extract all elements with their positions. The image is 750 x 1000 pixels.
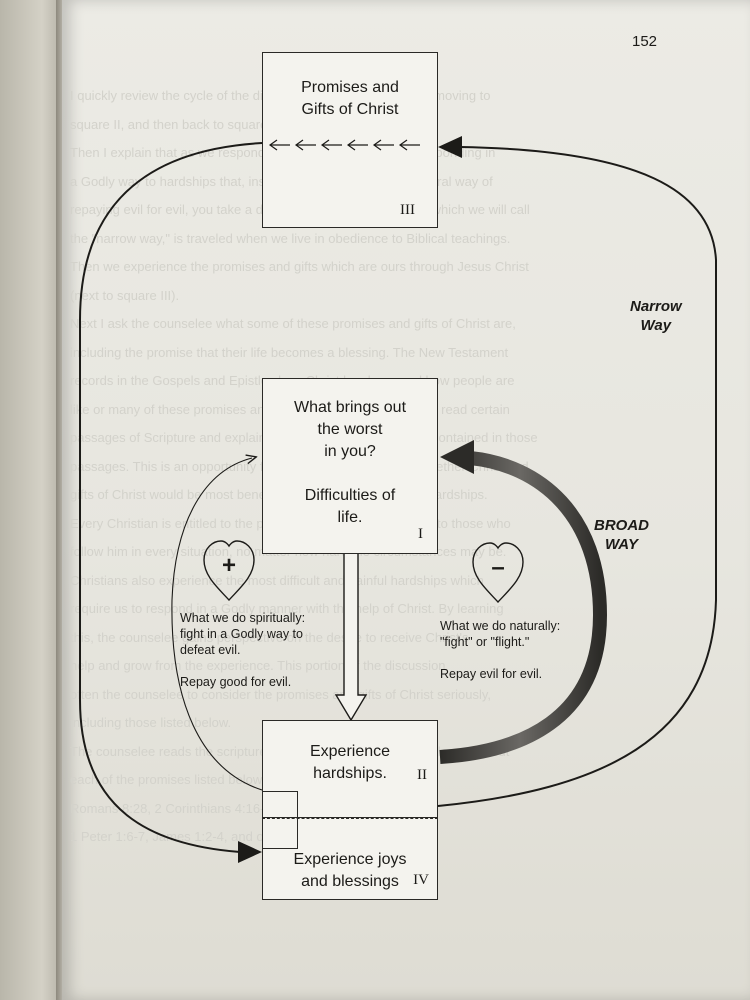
hardships-numeral: II bbox=[417, 767, 427, 783]
difficulties-box: What brings out the worst in you? Diffic… bbox=[262, 378, 438, 554]
narrow-way-arrowhead bbox=[438, 136, 462, 158]
joys-text: Experience joys and blessings bbox=[293, 851, 407, 890]
plus-heart bbox=[203, 540, 255, 602]
overlap-square bbox=[262, 791, 298, 849]
hardships-text: Experience hardships. bbox=[309, 743, 391, 782]
narrow-way-label: Narrow Way bbox=[630, 298, 682, 334]
page-number: 152 bbox=[632, 33, 658, 50]
joys-numeral: IV bbox=[413, 872, 429, 888]
promises-text: Promises and Gifts of Christ bbox=[301, 79, 399, 118]
hardships-box: Experience hardships. II bbox=[262, 720, 438, 818]
book-spine bbox=[56, 0, 66, 1000]
difficulties-text: What brings out the worst in you? Diffic… bbox=[293, 399, 407, 526]
spiritual-response-note: What we do spiritually: fight in a Godly… bbox=[180, 611, 306, 689]
promises-box: Promises and Gifts of Christ III bbox=[262, 52, 438, 228]
spiritual-loop-arrow bbox=[171, 458, 263, 791]
minus-sign: – bbox=[491, 554, 505, 581]
outer-left-loop bbox=[79, 142, 263, 853]
natural-response-note: What we do naturally: "fight" or "flight… bbox=[440, 619, 561, 681]
difficulties-numeral: I bbox=[418, 526, 423, 542]
minus-heart bbox=[472, 542, 524, 604]
broad-way-label: BROAD WAY bbox=[594, 517, 649, 553]
joys-box: Experience joys and blessings IV bbox=[262, 818, 438, 900]
hollow-down-arrow bbox=[334, 552, 368, 722]
outer-left-arrowhead bbox=[238, 841, 262, 863]
broad-way-arrow bbox=[439, 451, 608, 764]
narrow-way-arrow bbox=[437, 146, 717, 807]
promises-numeral: III bbox=[400, 202, 415, 218]
plus-sign: + bbox=[221, 552, 236, 579]
broad-way-arrowhead bbox=[440, 440, 474, 474]
